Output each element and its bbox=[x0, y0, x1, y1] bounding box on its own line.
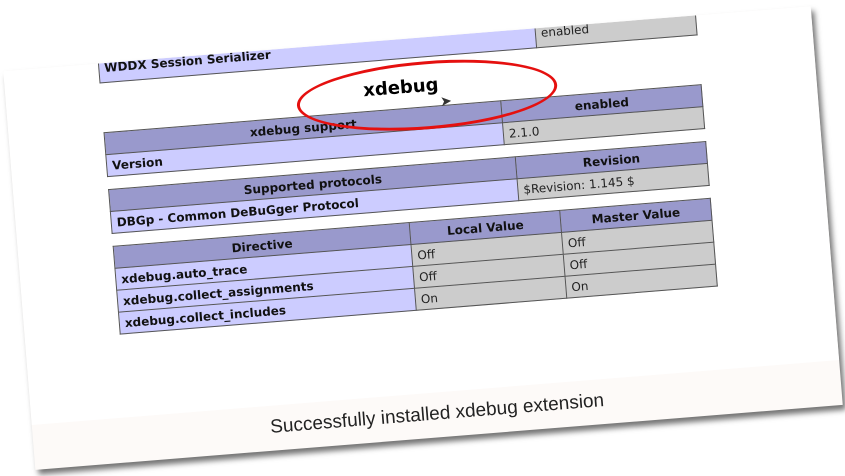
screenshot-card: WDDX Session Serializer enabled xdebug ➤… bbox=[3, 6, 843, 470]
wddx-value: enabled bbox=[534, 6, 698, 48]
phpinfo-page: WDDX Session Serializer enabled xdebug ➤… bbox=[3, 6, 840, 425]
mouse-cursor-icon: ➤ bbox=[439, 93, 453, 111]
